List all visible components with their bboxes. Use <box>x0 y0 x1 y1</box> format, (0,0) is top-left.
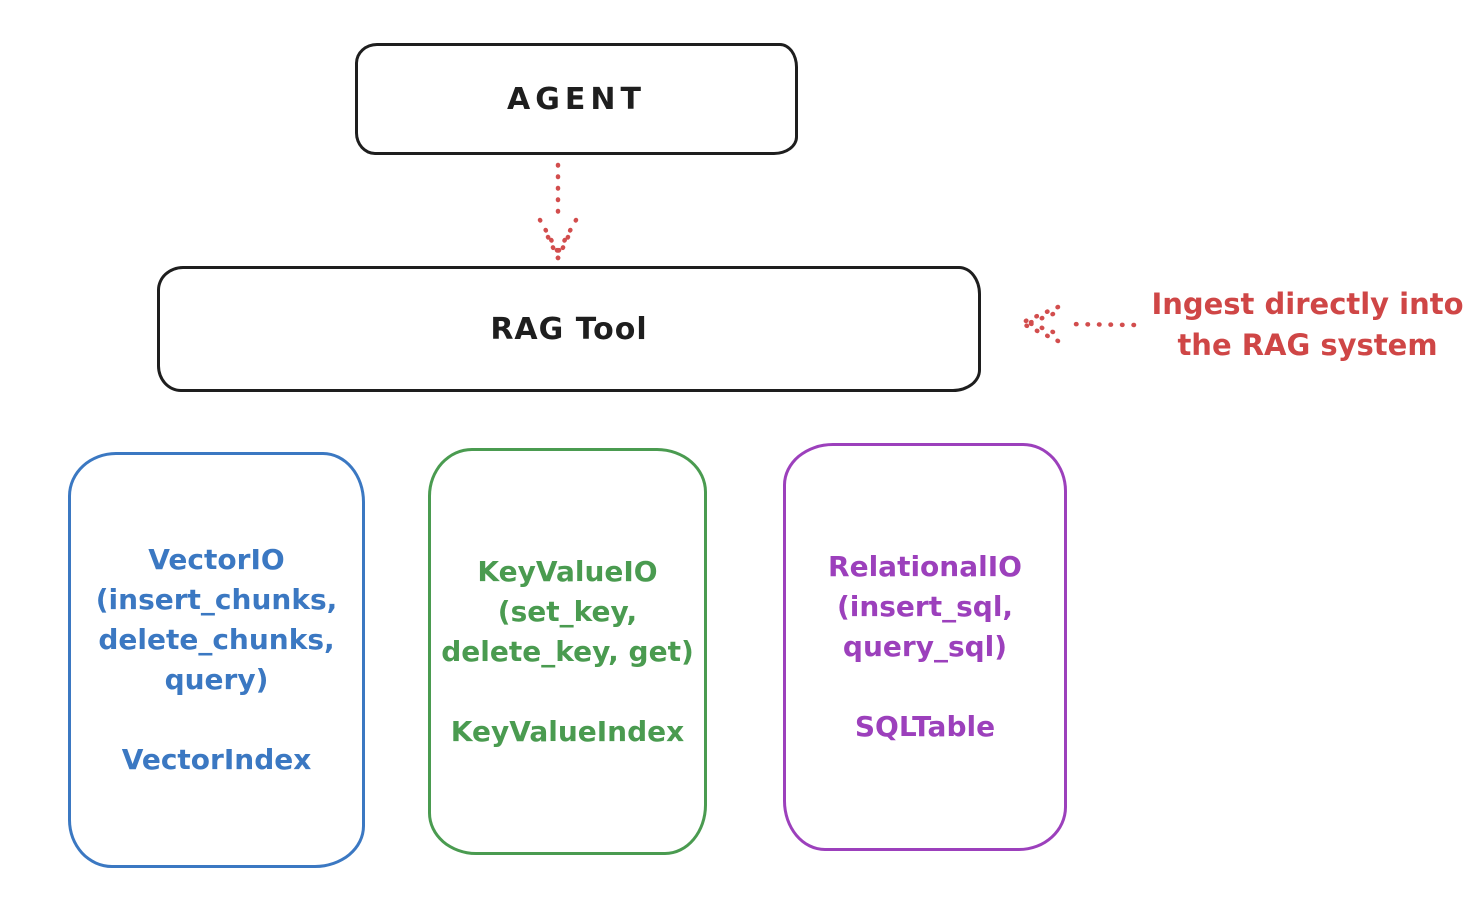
ingest-annotation-line1: Ingest directly into <box>1151 287 1464 321</box>
agent-box-label: AGENT <box>507 81 646 117</box>
relational-io-box: RelationalIO (insert_sql, query_sql) SQL… <box>783 443 1067 851</box>
vector-io-line: (insert_chunks, <box>95 583 338 616</box>
vector-io-line: query) <box>164 663 269 696</box>
rag-tool-box: RAG Tool <box>157 266 981 392</box>
vector-index-label: VectorIndex <box>121 743 312 776</box>
keyvalue-io-line: delete_key, get) <box>441 634 694 668</box>
annotation-to-ragtool-arrow-icon <box>1018 304 1137 344</box>
vector-io-line: delete_chunks, <box>98 623 335 656</box>
keyvalue-io-line: KeyValueIO <box>477 554 658 588</box>
keyvalue-index-label: KeyValueIndex <box>450 714 685 748</box>
vector-io-line: VectorIO <box>148 543 285 576</box>
ingest-annotation-line2: the RAG system <box>1177 328 1438 362</box>
agent-box: AGENT <box>355 43 798 155</box>
vector-io-box: VectorIO (insert_chunks, delete_chunks, … <box>68 452 365 868</box>
sql-table-label: SQLTable <box>854 710 996 743</box>
keyvalue-io-line: (set_key, <box>497 594 638 628</box>
relational-io-line: (insert_sql, <box>836 590 1014 623</box>
agent-to-ragtool-arrow-icon <box>537 162 579 261</box>
keyvalue-io-box: KeyValueIO (set_key, delete_key, get) Ke… <box>428 448 707 855</box>
rag-tool-box-label: RAG Tool <box>490 311 648 347</box>
ingest-annotation: Ingest directly into the RAG system <box>1135 284 1480 366</box>
relational-io-line: query_sql) <box>842 630 1008 663</box>
relational-io-line: RelationalIO <box>828 550 1022 583</box>
